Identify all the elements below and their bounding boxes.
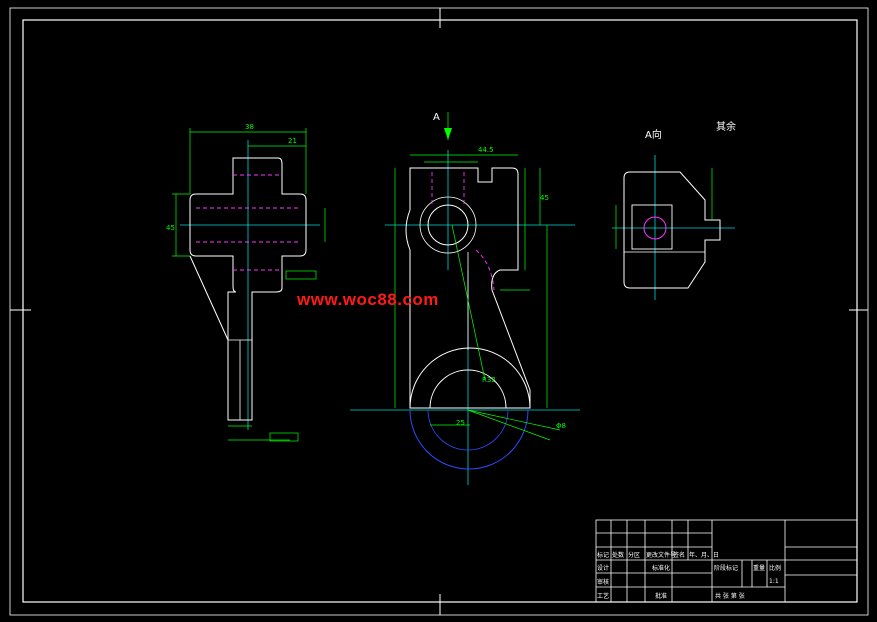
front-boss <box>419 196 477 254</box>
view-a-dimension-lines <box>615 168 713 249</box>
front-view <box>350 112 580 485</box>
front-blue-arc <box>409 409 529 470</box>
front-dimension-lines <box>394 112 561 441</box>
front-base-arc <box>409 347 531 409</box>
front-base-inner-arc <box>429 369 507 409</box>
inner-drawing-frame <box>22 19 858 603</box>
view-a-outline <box>623 171 721 289</box>
left-dimension-lines <box>172 128 326 442</box>
view-a <box>612 155 735 300</box>
centering-marks <box>10 8 868 615</box>
title-block-frame <box>595 519 858 603</box>
front-pivot-hole <box>427 204 469 246</box>
left-hidden-lines <box>196 174 300 271</box>
watermark-url: www.woc88.com <box>297 290 439 309</box>
view-a-arrow <box>444 128 452 140</box>
left-rib-edge <box>189 255 229 341</box>
outer-sheet-border <box>9 7 869 616</box>
left-view-outline <box>189 157 307 421</box>
view-a-boss <box>631 204 673 250</box>
front-hidden-lines <box>431 172 495 291</box>
front-view-outline <box>405 167 531 409</box>
front-blue-inner-arc <box>427 409 509 451</box>
view-a-hole <box>643 216 667 240</box>
left-side-view <box>172 128 326 442</box>
